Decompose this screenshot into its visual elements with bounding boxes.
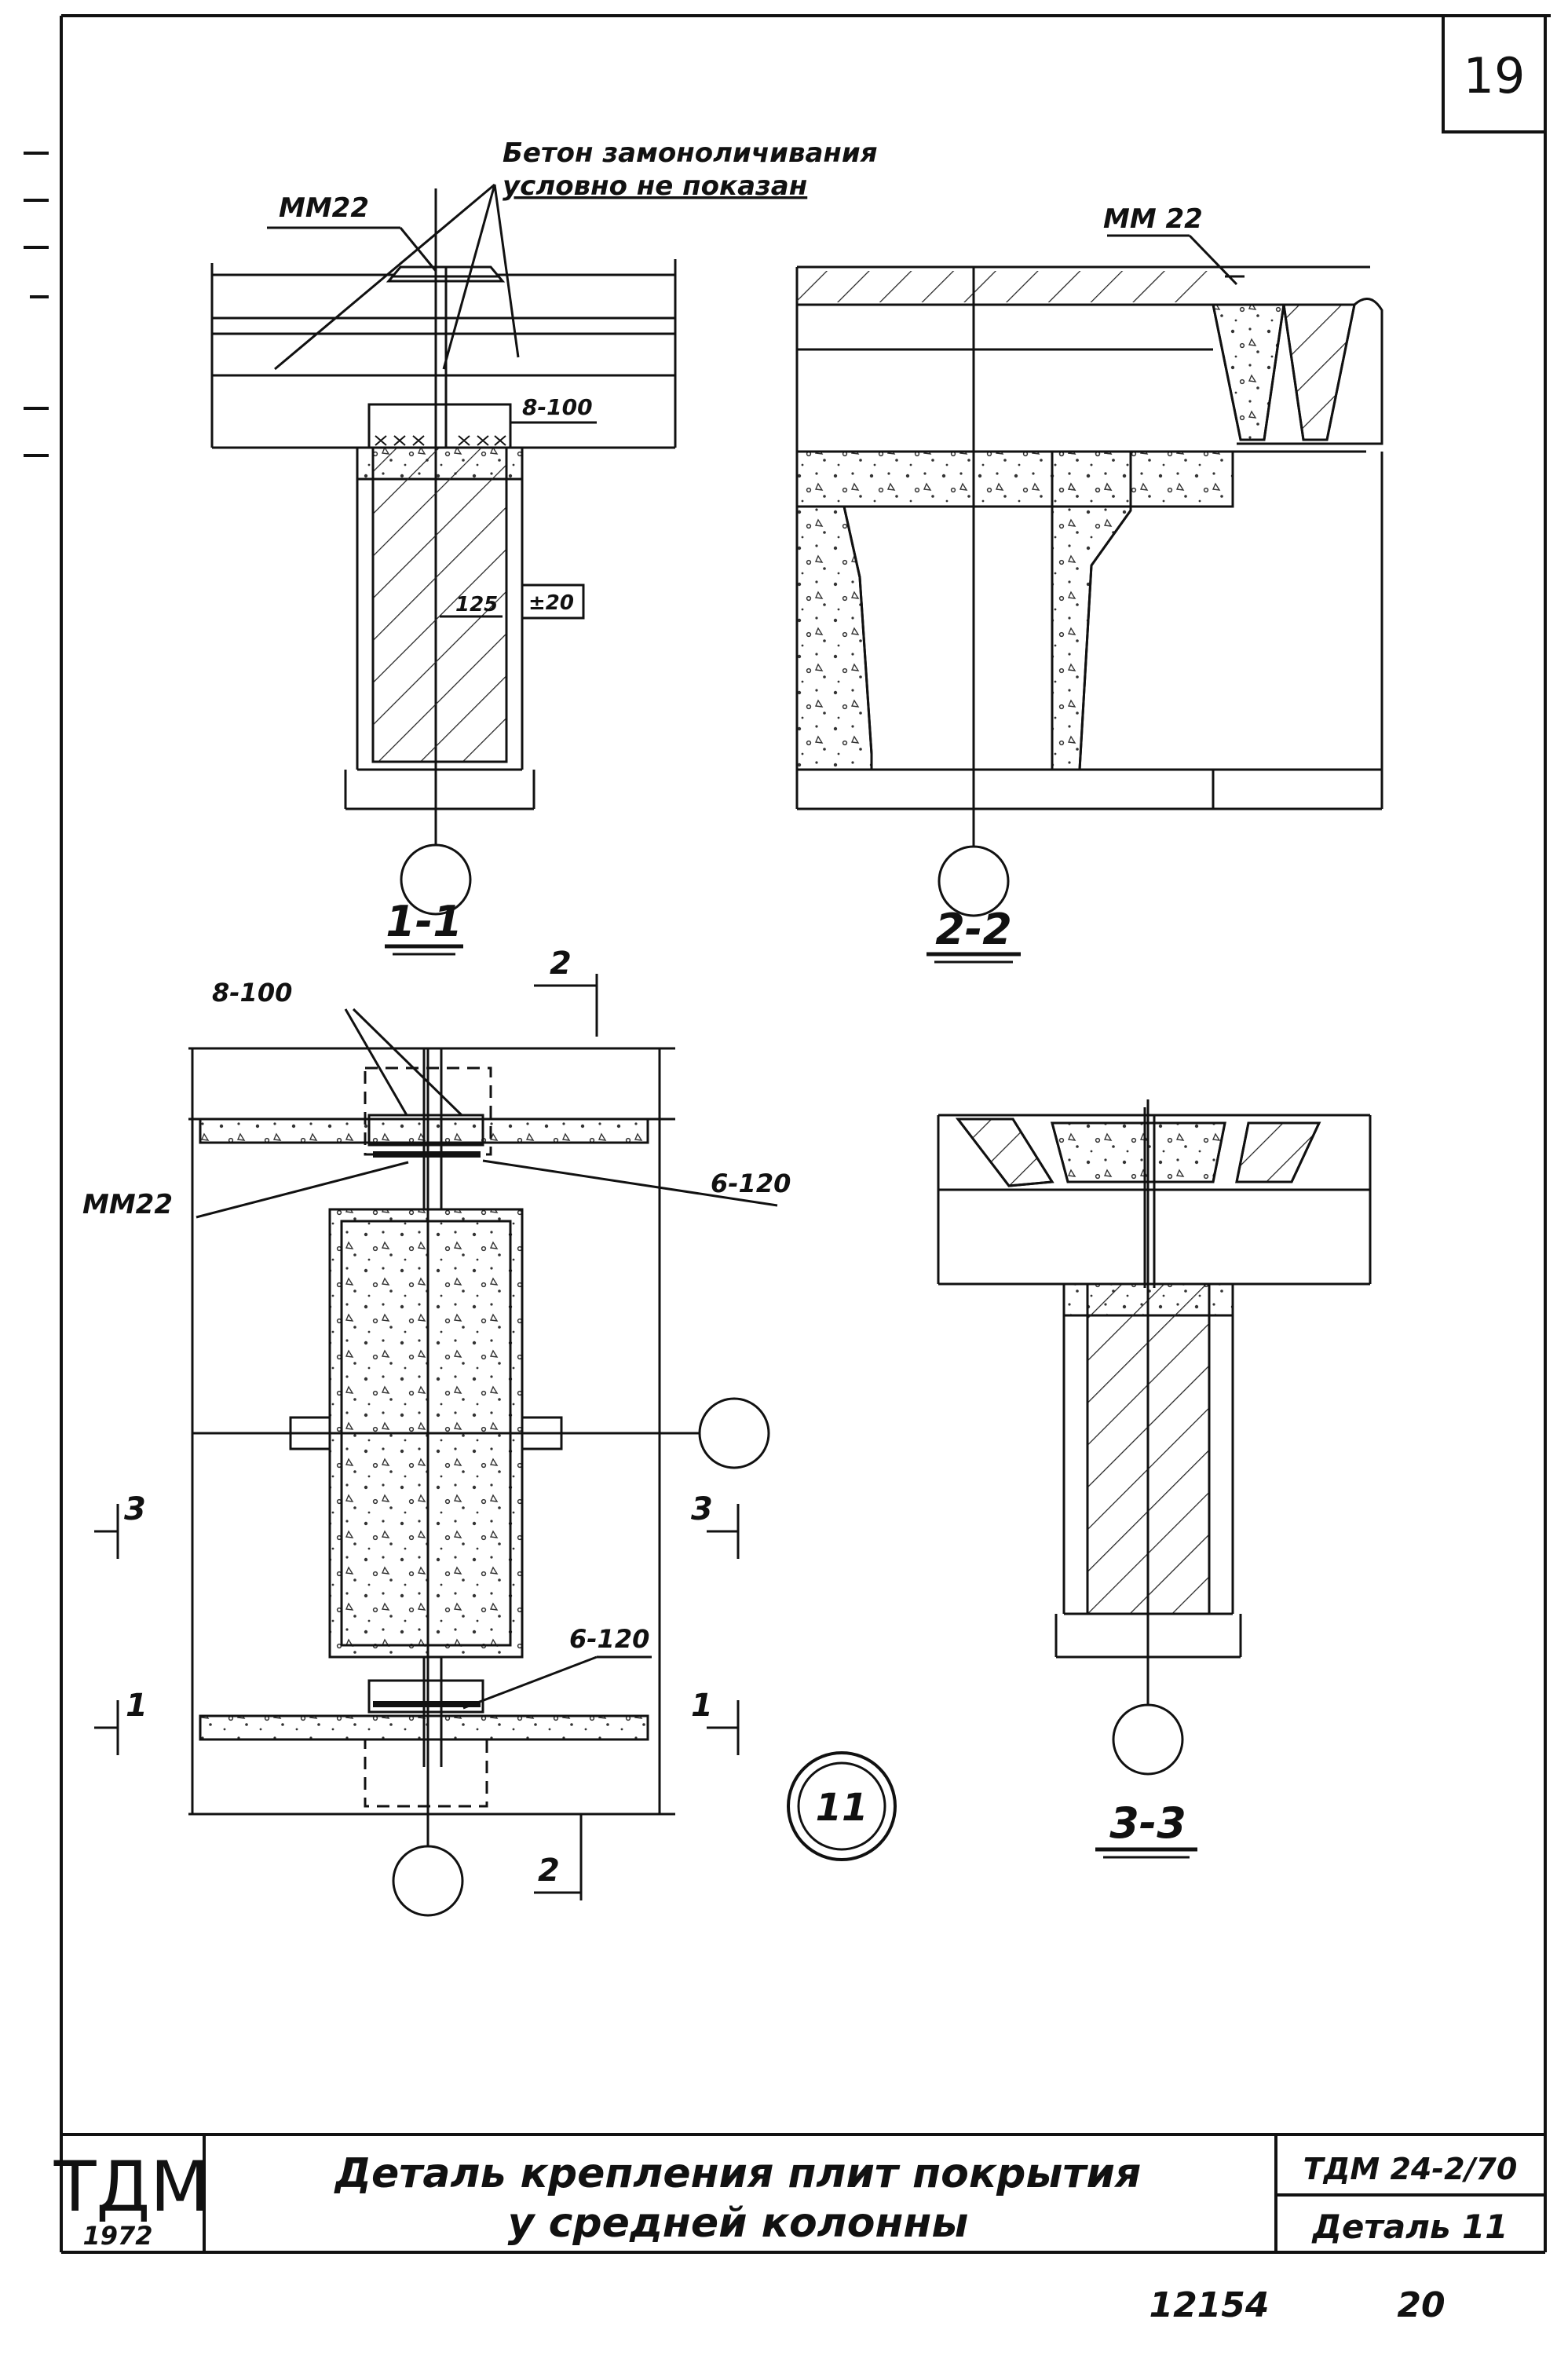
dim-6-120-plan-top: 6-120 [711,1169,791,1198]
section-label-1-1: 1-1 [386,897,462,946]
mm22-label-plan: ММ22 [82,1189,173,1220]
section-2-2 [795,234,1383,964]
section-mark-1-left: 1 [126,1688,148,1724]
section-1-1 [210,183,677,956]
mm22-label-1-1: ММ22 [279,192,369,224]
section-label-2-2: 2-2 [935,905,1012,954]
concrete-note-line2: условно не показан [503,170,807,202]
dim-8-100-section-1-1: 8-100 [522,394,593,420]
dim-8-100-plan: 8-100 [212,978,292,1008]
drawing-title-line2: у средней колонны [508,2200,969,2247]
detail-label: Деталь 11 [1311,2208,1508,2246]
dim-6-120-plan-bottom: 6-120 [569,1624,649,1654]
inventory-number: 12154 [1149,2285,1269,2325]
page-number: 20 [1397,2285,1445,2325]
dim-pm20: ±20 [528,591,574,615]
sheet-number-box: 19 [1442,14,1547,134]
sheet-number: 19 [1464,47,1526,104]
section-mark-2-top: 2 [550,946,572,982]
dim-125: 125 [455,593,498,616]
drawing-title-line1: Деталь крепления плит покрытия [334,2150,1142,2197]
sheet-frame [60,14,1551,2254]
section-mark-3-right: 3 [691,1491,713,1527]
section-mark-3-left: 3 [124,1491,146,1527]
plan-view [94,974,897,1917]
year: 1972 [82,2221,152,2251]
concrete-note-line1: Бетон замоноличивания [503,137,878,169]
section-mark-1-right: 1 [691,1688,713,1724]
mm22-label-2-2: ММ 22 [1103,203,1203,235]
document-code: ТДМ 24-2/70 [1303,2152,1518,2186]
section-mark-2-bottom: 2 [538,1853,560,1889]
detail-number: 11 [816,1786,868,1830]
org-logo: ТДМ [53,2146,210,2227]
section-3-3 [937,1099,1372,1859]
title-block [61,2133,1545,2252]
binding-marks [24,152,49,457]
section-label-3-3: 3-3 [1109,1798,1186,1848]
